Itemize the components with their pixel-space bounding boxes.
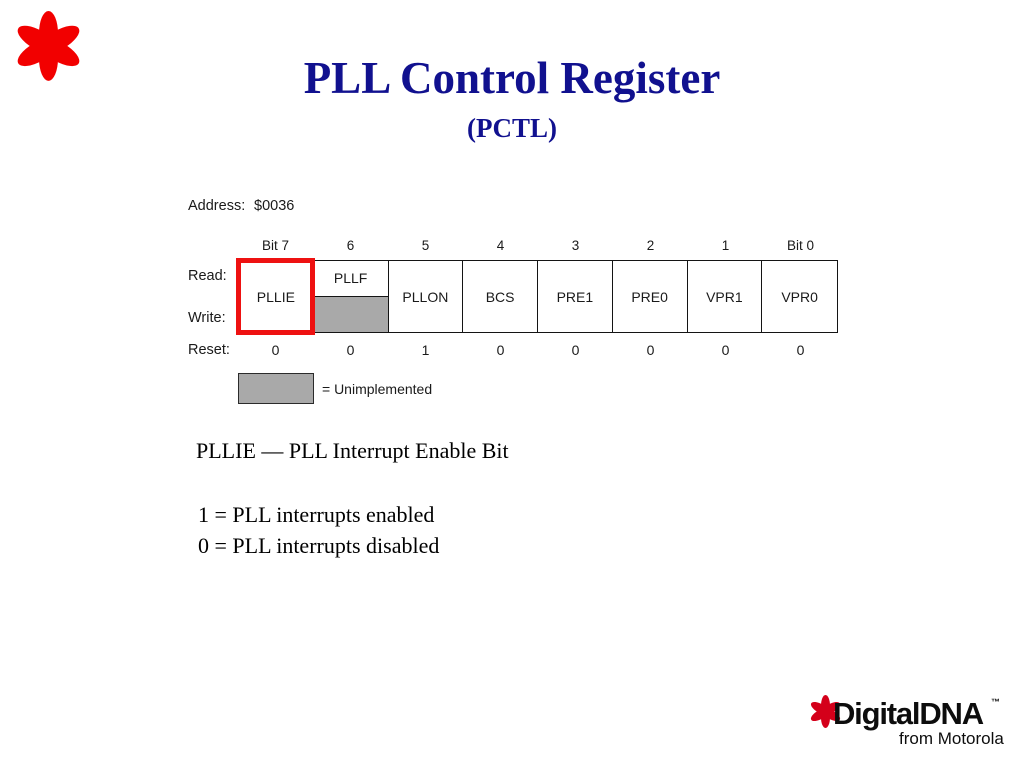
reset-row-label: Reset: bbox=[188, 342, 230, 358]
bit-read-name: PLLF bbox=[313, 261, 388, 297]
reset-value-vpr0: 0 bbox=[796, 342, 805, 358]
digital-dna-flower-icon bbox=[808, 694, 842, 728]
bit-name: PRE0 bbox=[631, 288, 668, 305]
bit-name: VPR1 bbox=[706, 288, 743, 305]
reset-value-bcs: 0 bbox=[496, 342, 505, 358]
bit-header-5: 2 bbox=[646, 238, 655, 253]
bit-description-line: 0 = PLL interrupts disabled bbox=[198, 532, 440, 558]
bit-header-4: 3 bbox=[571, 238, 580, 253]
page-title: PLL Control Register bbox=[303, 53, 721, 103]
bit-description-heading: PLLIE — PLL Interrupt Enable Bit bbox=[196, 438, 509, 463]
flower-petal bbox=[820, 694, 830, 712]
register-bit-cell-pre1[interactable]: PRE1 bbox=[538, 261, 613, 332]
read-row-label: Read: bbox=[188, 268, 227, 284]
bit-header-1: 6 bbox=[346, 238, 355, 253]
register-bit-cell-pre0[interactable]: PRE0 bbox=[612, 261, 688, 332]
unimplemented-swatch-icon bbox=[238, 373, 314, 404]
register-bit-cell-pllon[interactable]: PLLON bbox=[388, 261, 464, 332]
digital-dna-wordmark: DigitalDNA bbox=[833, 696, 984, 731]
register-bit-cell-pllf[interactable]: PLLF bbox=[313, 261, 389, 332]
address-label: Address: bbox=[188, 198, 246, 214]
digital-dna-tagline: from Motorola bbox=[899, 729, 1004, 748]
bit-description: PLLIE — PLL Interrupt Enable Bit 1 = PLL… bbox=[196, 438, 509, 562]
reset-value-pllf: 0 bbox=[346, 342, 355, 358]
motorola-flower-icon bbox=[12, 8, 84, 84]
bit-description-line: 1 = PLL interrupts enabled bbox=[198, 502, 435, 527]
page-subtitle: (PCTL) bbox=[467, 113, 557, 143]
register-bit-cell-vpr0[interactable]: VPR0 bbox=[762, 261, 837, 332]
bit-name: PLLON bbox=[402, 288, 449, 305]
reset-value-pllie: 0 bbox=[271, 342, 280, 358]
reset-value-pre0: 0 bbox=[646, 342, 655, 358]
digital-dna-logo: DigitalDNA ™ from Motorola bbox=[806, 694, 1006, 756]
reset-value-pre1: 0 bbox=[571, 342, 580, 358]
bit-header-6: 1 bbox=[721, 238, 730, 253]
address-value: $0036 bbox=[254, 198, 295, 214]
bit-name: VPR0 bbox=[781, 288, 818, 305]
legend: = Unimplemented bbox=[238, 373, 432, 404]
reset-value-pllon: 1 bbox=[421, 342, 430, 358]
register-bit-cell-bcs[interactable]: BCS bbox=[463, 261, 538, 332]
register-bit-cell-pllie[interactable]: PLLIE bbox=[239, 261, 314, 332]
bit-header-0: Bit 7 bbox=[261, 238, 289, 253]
register-address: Address: $0036 bbox=[188, 198, 294, 214]
legend-label: = Unimplemented bbox=[322, 380, 433, 397]
bit-name: PRE1 bbox=[556, 288, 594, 305]
bit-header-3: 4 bbox=[496, 238, 505, 253]
bit-header-7: Bit 0 bbox=[786, 238, 814, 253]
bit-write-unimplemented bbox=[313, 296, 388, 332]
bit-number-header-row: Bit 7 6 5 4 3 2 1 Bit 0 bbox=[238, 238, 838, 253]
write-row-label: Write: bbox=[188, 310, 226, 326]
bit-name: BCS bbox=[485, 288, 515, 305]
reset-value-vpr1: 0 bbox=[721, 342, 730, 358]
register-bit-grid: PLLIE PLLF PLLON BCS PRE1 PRE0 VPR1 VPR0 bbox=[238, 260, 838, 333]
bit-header-2: 5 bbox=[421, 238, 430, 253]
trademark-symbol: ™ bbox=[991, 697, 1000, 707]
bit-name: PLLIE bbox=[256, 288, 295, 305]
register-bit-cell-vpr1[interactable]: VPR1 bbox=[687, 261, 763, 332]
reset-values-row: 0 0 1 0 0 0 0 0 bbox=[238, 342, 838, 358]
